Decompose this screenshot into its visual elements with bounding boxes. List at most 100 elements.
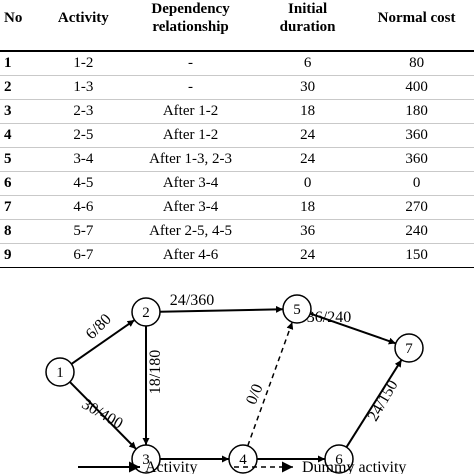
legend: Activity Dummy activity: [78, 459, 406, 474]
edge-4-5: [247, 321, 294, 447]
header-dependency-line1: Dependency: [151, 0, 230, 17]
cell-cost: 360: [359, 147, 474, 172]
header-dependency-line2: relationship: [152, 18, 229, 35]
cell-dependency: After 2-5, 4-5: [125, 219, 257, 244]
network-diagram-svg: 6/8030/40018/18024/36024/2600/018/27036/…: [45, 292, 424, 474]
edge-label-5-7: 36/240: [307, 309, 351, 326]
activity-table-container: No Activity Dependency relationship Init…: [0, 0, 474, 268]
node-1: 1: [45, 357, 75, 387]
header-duration: Initial duration: [256, 0, 360, 52]
cell-cost: 80: [359, 51, 474, 76]
header-dependency: Dependency relationship: [125, 0, 257, 52]
edge-2-5: [159, 305, 284, 313]
edge-label-3-4: 24/260: [144, 472, 188, 474]
edge-label-1-3: 30/400: [79, 396, 126, 433]
cell-duration: 24: [256, 123, 360, 148]
cell-activity: 3-4: [41, 147, 126, 172]
cell-cost: 0: [359, 171, 474, 196]
cell-activity: 4-6: [41, 195, 126, 220]
cell-cost: 270: [359, 195, 474, 220]
cell-duration: 30: [256, 75, 360, 100]
cell-dependency: -: [125, 51, 257, 76]
cell-activity: 1-2: [41, 51, 126, 76]
cell-no: 8: [0, 219, 42, 244]
node-7: 7: [394, 333, 424, 363]
cell-dependency: -: [125, 75, 257, 100]
header-duration-line1: Initial: [288, 0, 328, 17]
cell-no: 3: [0, 99, 42, 124]
nodes-layer: 1 2 3 4 5 6 7: [45, 294, 424, 474]
legend-dummy-label: Dummy activity: [302, 459, 406, 474]
header-no: No: [0, 0, 42, 52]
cell-duration: 24: [256, 243, 360, 268]
node-label: 7: [405, 341, 413, 357]
legend-activity-label: Activity: [145, 459, 197, 474]
edge-5-7: [309, 312, 397, 345]
cell-duration: 36: [256, 219, 360, 244]
cell-no: 6: [0, 171, 42, 196]
node-label: 2: [142, 305, 150, 321]
cell-no: 9: [0, 243, 42, 268]
node-circle: [394, 333, 424, 363]
cell-dependency: After 3-4: [125, 195, 257, 220]
cell-no: 5: [0, 147, 42, 172]
node-label: 6: [335, 452, 343, 468]
cell-no: 1: [0, 51, 42, 76]
header-cost: Normal cost: [359, 0, 474, 52]
cell-dependency: After 4-6: [125, 243, 257, 268]
cell-dependency: After 1-2: [125, 123, 257, 148]
cell-activity: 5-7: [41, 219, 126, 244]
edge-label-2-5: 24/360: [170, 292, 214, 309]
cell-cost: 150: [359, 243, 474, 268]
node-2: 2: [131, 297, 161, 327]
node-circle: [282, 294, 312, 324]
cell-dependency: After 1-2: [125, 99, 257, 124]
edge-label-2-3: 18/180: [147, 350, 164, 394]
node-circle: [131, 297, 161, 327]
node-circle: [228, 444, 258, 474]
cell-cost: 360: [359, 123, 474, 148]
cell-cost: 400: [359, 75, 474, 100]
node-circle: [324, 444, 354, 474]
node-6: 6: [324, 444, 354, 474]
node-5: 5: [282, 294, 312, 324]
cell-duration: 18: [256, 99, 360, 124]
cell-dependency: After 3-4: [125, 171, 257, 196]
cell-no: 7: [0, 195, 42, 220]
table-header-row: No Activity Dependency relationship Init…: [0, 0, 474, 52]
cell-activity: 1-3: [41, 75, 126, 100]
cell-duration: 18: [256, 195, 360, 220]
edge-1-3: [69, 381, 137, 450]
cell-activity: 2-5: [41, 123, 126, 148]
cell-duration: 24: [256, 147, 360, 172]
node-label: 3: [142, 452, 150, 468]
node-label: 5: [293, 302, 301, 318]
cell-activity: 2-3: [41, 99, 126, 124]
cell-cost: 180: [359, 99, 474, 124]
cell-dependency: After 1-3, 2-3: [125, 147, 257, 172]
node-label: 1: [56, 365, 64, 381]
cell-duration: 0: [256, 171, 360, 196]
node-circle: [45, 357, 75, 387]
header-duration-line2: duration: [279, 18, 336, 35]
activity-table: No Activity Dependency relationship Init…: [0, 0, 474, 268]
cell-cost: 240: [359, 219, 474, 244]
network-diagram: 6/8030/40018/18024/36024/2600/018/27036/…: [0, 268, 474, 474]
cell-duration: 6: [256, 51, 360, 76]
cell-activity: 4-5: [41, 171, 126, 196]
edge-label-4-5: 0/0: [243, 382, 266, 407]
node-label: 4: [239, 452, 247, 468]
edge-label-6-7: 24/150: [365, 377, 402, 424]
node-4: 4: [228, 444, 258, 474]
edge-1-2: [70, 319, 136, 365]
cell-no: 2: [0, 75, 42, 100]
